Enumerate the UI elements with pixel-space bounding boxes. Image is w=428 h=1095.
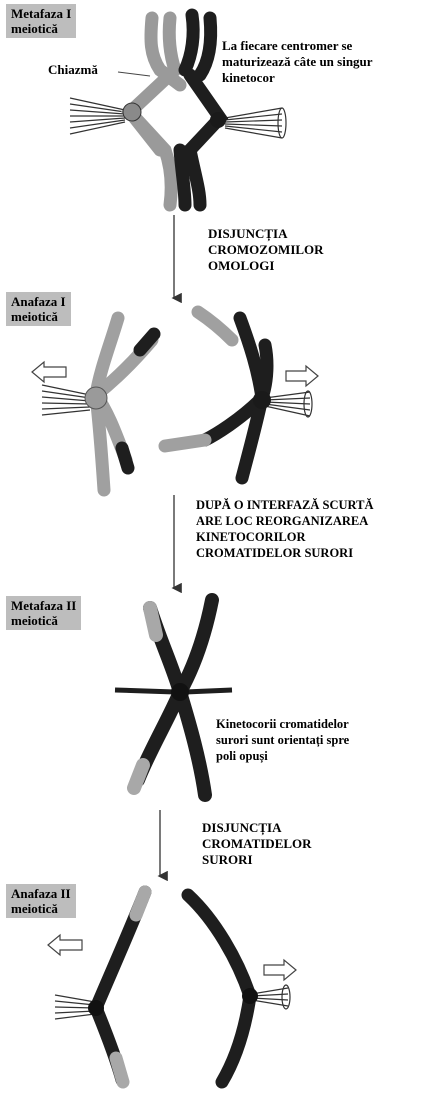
pole-arrow-left-2: [48, 935, 82, 955]
spindle-fibers-left: [70, 98, 125, 134]
stage-label-metafaza-2: Metafaza II meiotică: [6, 596, 81, 630]
stage-label-metafaza-1: Metafaza I meiotică: [6, 4, 76, 38]
disjunctia-omologi-caption: DISJUNCȚIA CROMOZOMILOR OMOLOGI: [208, 226, 324, 274]
stage-label-anafaza-1: Anafaza I meiotică: [6, 292, 71, 326]
anaphase-2-left-chromatid: [48, 892, 145, 1082]
stage-label-text: Anafaza I meiotică: [11, 294, 66, 324]
pole-arrow-right-2: [264, 960, 296, 980]
stage-label-anafaza-2: Anafaza II meiotică: [6, 884, 76, 918]
chiazma-label: Chiazmă: [48, 62, 98, 78]
anaphase-1-right-chromosome: [165, 312, 318, 478]
kinetocorii-surori-caption: Kinetocorii cromatidelor surori sunt ori…: [216, 716, 349, 764]
anaphase-2-right-chromatid: [188, 895, 296, 1082]
stage-label-text: Metafaza II meiotică: [11, 598, 76, 628]
pole-arrow-right: [286, 366, 318, 386]
metaphase-2-chromosome: [115, 600, 232, 795]
chiazma-pointer: [118, 72, 150, 76]
disjunctia-surori-caption: DISJUNCȚIA CROMATIDELOR SURORI: [202, 820, 312, 868]
anaphase-1-left-chromosome: [32, 318, 154, 490]
dark-homolog: [180, 15, 220, 205]
interfaza-caption: DUPĂ O INTERFAZĂ SCURTĂ ARE LOC REORGANI…: [196, 497, 373, 561]
spindle-fibers-right: [225, 108, 282, 138]
centromer-caption: La fiecare centromer se maturizează câte…: [222, 38, 373, 86]
stage-label-text: Anafaza II meiotică: [11, 886, 71, 916]
stage-label-text: Metafaza I meiotică: [11, 6, 71, 36]
pole-arrow-left: [32, 362, 66, 382]
